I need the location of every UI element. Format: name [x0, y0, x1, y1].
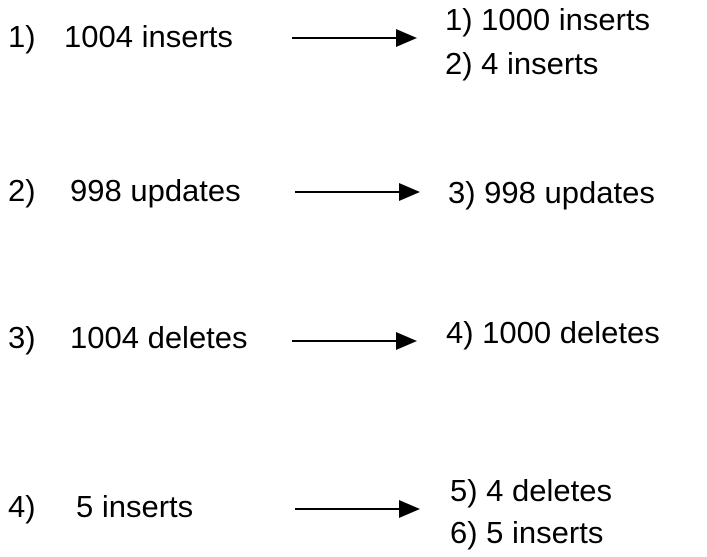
arrow-icon: [292, 29, 417, 47]
row-number: 3): [8, 320, 36, 355]
row-number: 4): [8, 489, 36, 524]
result-operation: 4) 1000 deletes: [446, 315, 660, 350]
source-operation: 1004 deletes: [70, 320, 248, 355]
source-operation: 5 inserts: [76, 489, 194, 524]
result-operation: 2) 4 inserts: [445, 46, 599, 81]
result-operation: 1) 1000 inserts: [445, 2, 651, 37]
source-operation: 998 updates: [70, 173, 241, 208]
arrow-icon: [292, 332, 417, 350]
row-number: 2): [8, 173, 36, 208]
arrow-icon: [295, 500, 420, 518]
row-number: 1): [8, 19, 36, 54]
source-operation: 1004 inserts: [64, 19, 233, 54]
result-operation: 5) 4 deletes: [450, 473, 612, 508]
result-operation: 6) 5 inserts: [450, 515, 604, 550]
arrow-icon: [295, 183, 420, 201]
result-operation: 3) 998 updates: [448, 175, 655, 210]
